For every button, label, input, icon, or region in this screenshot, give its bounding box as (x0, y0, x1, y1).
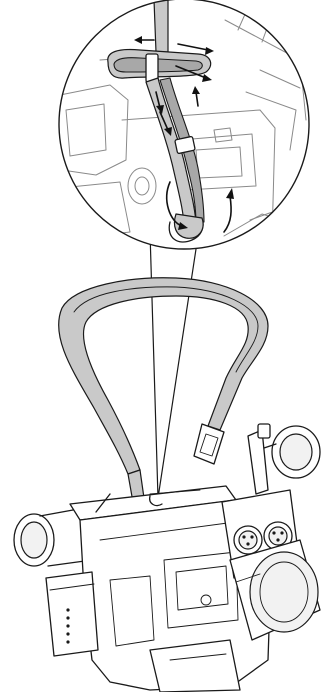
battery-pack (46, 572, 98, 656)
zoom-lens (40, 0, 309, 249)
callout-pointer (150, 232, 198, 498)
camcorder (14, 424, 320, 692)
hand-grip (150, 640, 240, 692)
microphone-holder (248, 424, 320, 494)
